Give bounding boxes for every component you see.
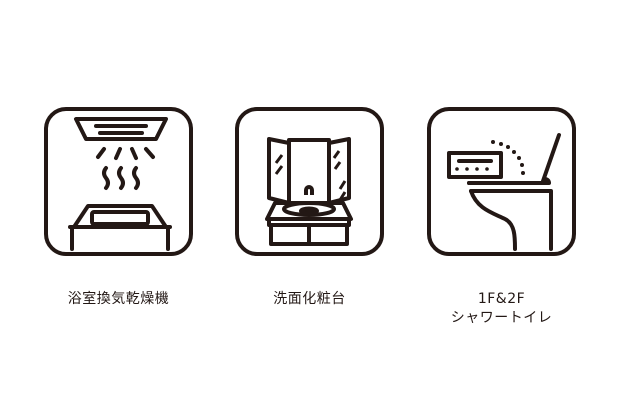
feature-washlet-toilet: 1F&2F シャワートイレ [427, 107, 576, 326]
feature-label: 洗面化粧台 [273, 291, 346, 307]
feature-label: 浴室換気乾燥機 [67, 291, 170, 307]
feature-bathroom-dryer: 浴室換気乾燥機 [44, 107, 193, 307]
vanity-unit-icon [235, 107, 384, 256]
bathroom-dryer-icon [44, 107, 193, 256]
feature-label: 1F&2F シャワートイレ [450, 291, 553, 326]
washlet-toilet-icon [427, 107, 576, 256]
feature-vanity-unit: 洗面化粧台 [235, 107, 384, 307]
